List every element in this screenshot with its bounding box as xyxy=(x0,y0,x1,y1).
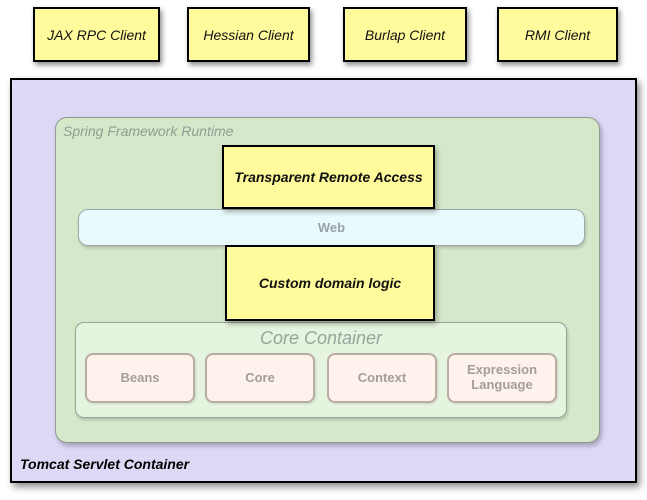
client-box-label: Hessian Client xyxy=(203,26,294,43)
client-box-label: JAX RPC Client xyxy=(47,26,146,43)
module-label: Context xyxy=(357,369,407,385)
transparent-remote-access-label: Transparent Remote Access xyxy=(234,169,423,185)
web-layer-label: Web xyxy=(317,220,346,235)
custom-domain-logic-box: Custom domain logic xyxy=(225,245,435,321)
transparent-remote-access-box: Transparent Remote Access xyxy=(222,145,435,209)
module-label: Core xyxy=(245,369,275,385)
client-box-label: RMI Client xyxy=(524,26,591,43)
spring-runtime-label: Spring Framework Runtime xyxy=(63,123,234,139)
core-container-label: Core Container xyxy=(259,328,383,348)
module-box-context: Context xyxy=(327,353,437,403)
client-box-label: Burlap Client xyxy=(364,26,446,43)
client-box-hessian: Hessian Client xyxy=(187,7,310,62)
web-layer: Web xyxy=(78,209,585,246)
client-box-jax-rpc: JAX RPC Client xyxy=(33,7,160,62)
tomcat-container-label: Tomcat Servlet Container xyxy=(20,456,190,472)
client-box-burlap: Burlap Client xyxy=(343,7,467,62)
client-box-rmi: RMI Client xyxy=(497,7,618,62)
module-label: Beans xyxy=(120,369,160,385)
custom-domain-logic-label: Custom domain logic xyxy=(258,275,402,291)
module-box-beans: Beans xyxy=(85,353,195,403)
module-label: Expression Language xyxy=(466,362,538,392)
module-box-core: Core xyxy=(205,353,315,403)
module-box-expression-language: Expression Language xyxy=(447,353,557,403)
